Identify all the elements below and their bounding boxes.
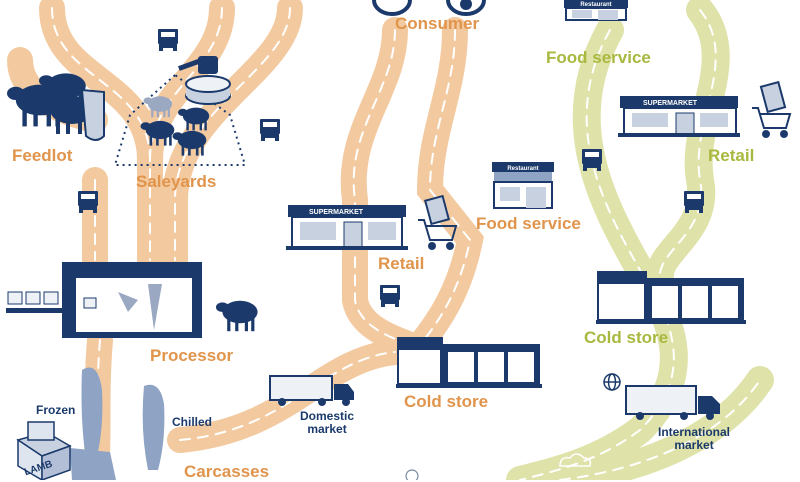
truck-icon — [260, 119, 280, 141]
cold-store-icon — [596, 271, 746, 324]
feedlot-label: Feedlot — [12, 146, 73, 165]
cloud-icon — [469, 453, 592, 471]
truck-icon — [158, 29, 178, 51]
international-food-service-label: Food service — [546, 48, 651, 67]
refrigerated-truck-icon — [269, 375, 354, 406]
restaurant-icon — [564, 0, 628, 21]
saleyards-label: Saleyards — [136, 172, 217, 191]
domestic-cold-store-label: Cold store — [404, 392, 489, 411]
domestic-food-service-label: Food service — [476, 214, 581, 233]
globe-icon — [603, 373, 621, 391]
domestic-retail-label: Retail — [378, 254, 425, 273]
frozen-label: Frozen — [36, 403, 76, 417]
supermarket-icon — [618, 96, 740, 137]
supermarket-sign: SUPERMARKET — [643, 100, 698, 107]
consumer-icons — [372, 0, 486, 16]
processor-building-icon — [6, 262, 202, 338]
restaurant-sign: Restaurant — [580, 2, 611, 8]
domestic-market-line2: market — [307, 422, 347, 436]
international-market-line2: market — [674, 438, 714, 452]
restaurant-sign: Restaurant — [507, 166, 538, 172]
box-icon — [16, 421, 72, 480]
supermarket-sign: SUPERMARKET — [309, 209, 364, 216]
truck-icon — [78, 191, 98, 213]
international-market-line1: International — [658, 425, 731, 439]
domestic-market-line1: Domestic — [300, 409, 355, 423]
processor-label: Processor — [150, 346, 234, 365]
truck-icon — [380, 285, 400, 307]
domestic-market-label: Domestic market — [300, 410, 354, 436]
auction-gavel-icon — [178, 56, 231, 105]
shopping-cart-icon — [752, 80, 792, 138]
international-retail-label: Retail — [708, 146, 755, 165]
supermarket-icon — [286, 205, 408, 250]
consumer-label: Consumer — [395, 14, 480, 33]
carcasses-icon — [70, 367, 165, 480]
international-cold-store-label: Cold store — [584, 328, 669, 347]
feed-trough-icon — [80, 88, 105, 141]
sheep-icon — [216, 300, 258, 332]
cold-store-icon — [396, 337, 542, 388]
international-market-label: International market — [658, 426, 730, 452]
green-roads — [506, 0, 774, 480]
truck-icon — [582, 149, 602, 171]
shopping-cart-icon — [418, 194, 458, 250]
restaurant-icon — [492, 162, 554, 209]
refrigerated-truck-icon — [625, 385, 720, 420]
carcasses-label: Carcasses — [184, 462, 270, 481]
chilled-label: Chilled — [172, 415, 213, 429]
globe-icon — [405, 469, 419, 480]
truck-icon — [684, 191, 704, 213]
